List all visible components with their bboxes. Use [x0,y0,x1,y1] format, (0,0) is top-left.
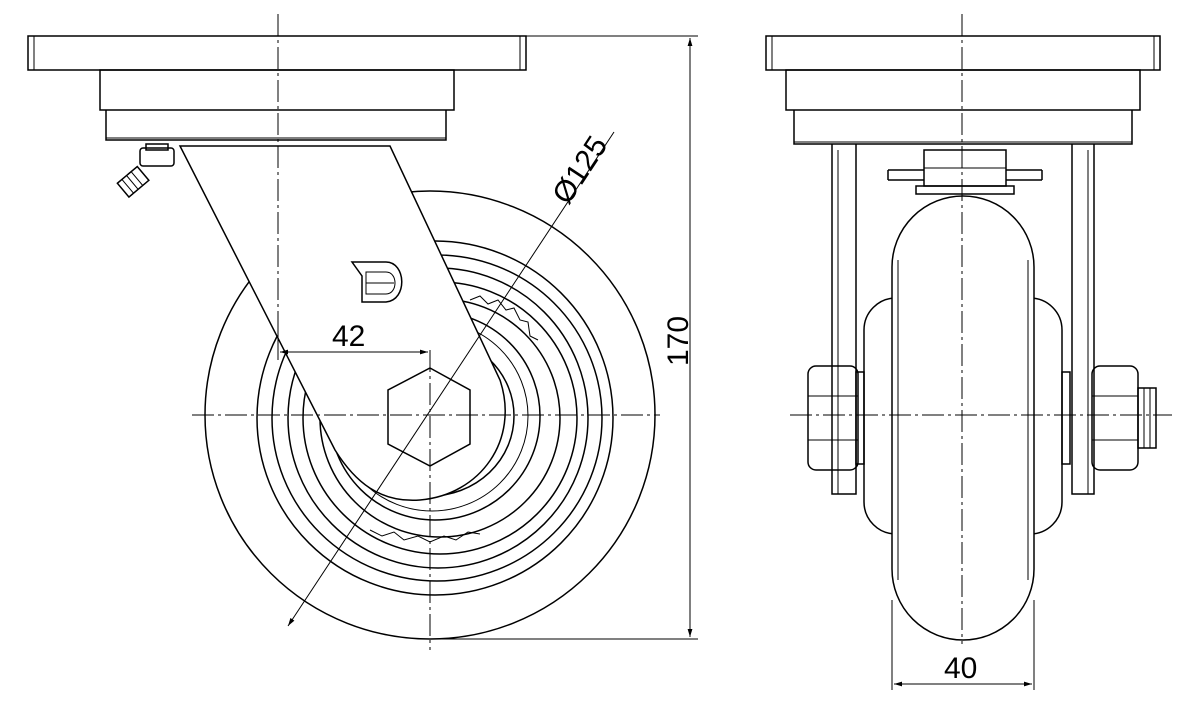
front-top-plate [765,35,1161,71]
fork-leg [178,145,506,501]
diameter-label: Ø125 [546,130,614,209]
brand-logo [350,261,403,303]
side-view: Ø125 42 170 [27,14,698,650]
wheel-front [891,195,1035,641]
axle-nut [1061,365,1157,471]
kingpin-nut [887,149,1043,195]
diameter-leader [287,131,615,627]
swivel-base [105,110,447,141]
front-swivel-housing [785,69,1141,111]
grease-nipple [116,143,175,199]
fork-left-leg [831,144,857,495]
top-plate [27,35,527,71]
swivel-housing [99,69,455,111]
axle-bolt-head [807,365,865,471]
front-view: 40 [765,14,1172,690]
height-label: 170 [662,316,695,366]
offset-label: 42 [332,320,365,353]
fork-right-leg [1071,144,1095,495]
width-label: 40 [944,652,977,685]
